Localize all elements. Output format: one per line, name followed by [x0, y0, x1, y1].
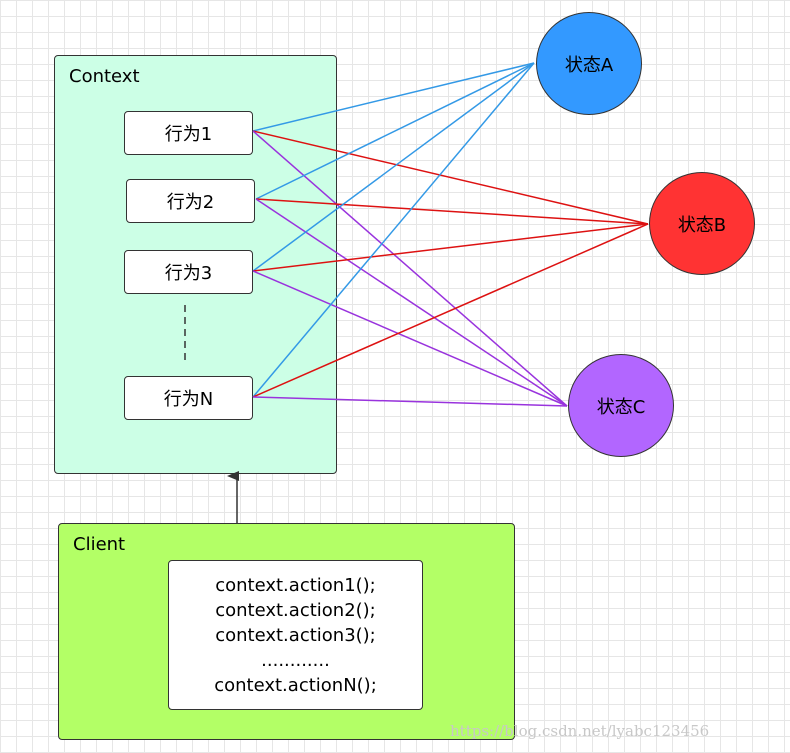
watermark: https://blog.csdn.net/lyabc123456	[450, 722, 710, 740]
state-a-circle: 状态A	[536, 12, 642, 115]
state-b-circle: 状态B	[649, 172, 755, 275]
edge-action-2-to-state-c	[255, 198, 568, 407]
context-title: Context	[69, 66, 140, 87]
edge-action-2-to-state-a	[255, 62, 535, 200]
code-box: context.action1(); context.action2(); co…	[168, 560, 423, 710]
action-n-box: 行为N	[124, 376, 253, 420]
code-line-ellipsis: ............	[261, 649, 330, 671]
state-c-circle: 状态C	[568, 354, 674, 457]
edges-group	[252, 62, 649, 407]
action-3-box: 行为3	[124, 250, 253, 294]
code-line-1: context.action1();	[215, 574, 376, 596]
code-line-n: context.actionN();	[214, 674, 377, 696]
action-2-box: 行为2	[126, 179, 255, 223]
edge-action-4-to-state-b	[252, 223, 649, 398]
client-title: Client	[73, 534, 126, 555]
edge-action-3-to-state-b	[252, 223, 649, 272]
code-line-2: context.action2();	[215, 599, 376, 621]
code-line-3: context.action3();	[215, 624, 376, 646]
edge-action-4-to-state-a	[252, 62, 535, 398]
edge-action-3-to-state-a	[252, 62, 535, 272]
edge-action-1-to-state-a	[252, 62, 535, 132]
action-1-box: 行为1	[124, 111, 253, 155]
edge-action-1-to-state-b	[252, 130, 649, 225]
edge-action-3-to-state-c	[252, 270, 568, 407]
edge-action-4-to-state-c	[252, 396, 568, 407]
edge-action-1-to-state-c	[252, 130, 568, 407]
edge-action-2-to-state-b	[255, 198, 649, 225]
